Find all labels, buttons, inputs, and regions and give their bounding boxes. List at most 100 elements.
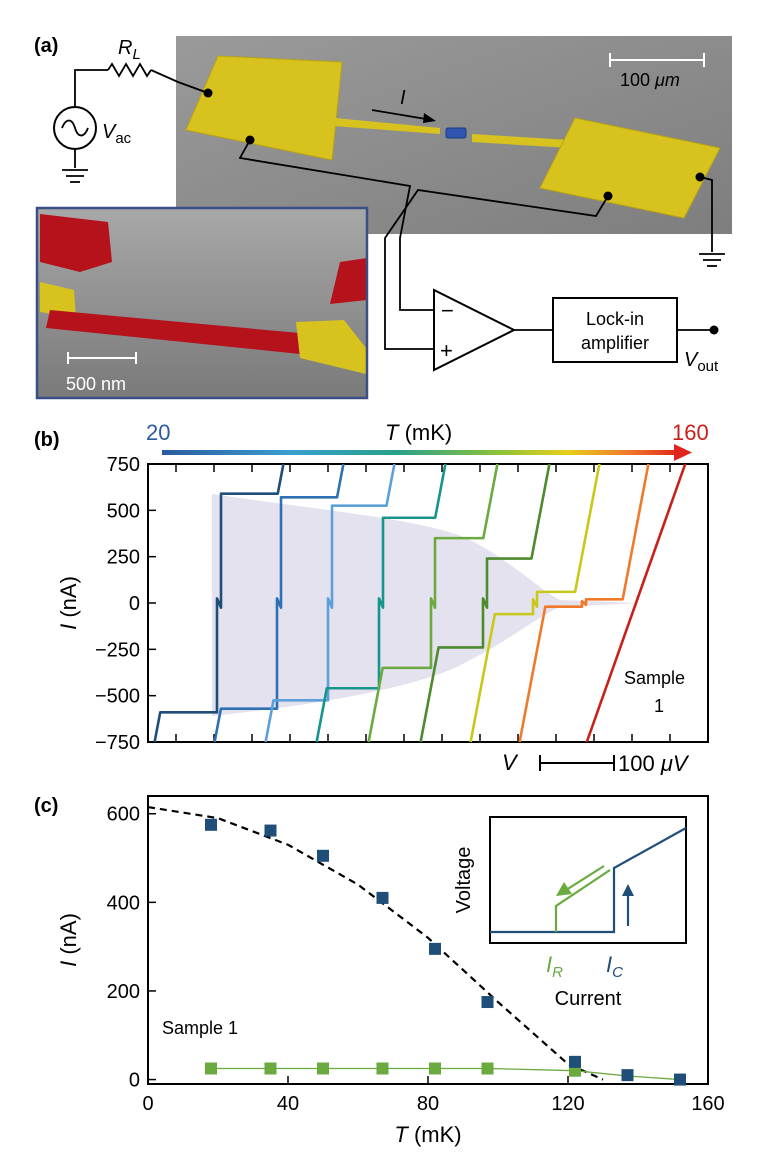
plot-c-data (147, 805, 686, 1086)
rl-label: RL (118, 37, 141, 63)
vac-symbol: V (102, 121, 117, 143)
iv-inset-ir-label: IR (546, 952, 563, 981)
iv-inset-ylabel: Voltage (453, 847, 475, 914)
current-label: I (400, 87, 406, 109)
plot-c-xlabel: T (mK) (394, 1122, 461, 1147)
iv-curve (469, 463, 601, 743)
plot-c-ylabel-var: I (56, 961, 81, 967)
ground-icon-right (699, 253, 725, 267)
v-scalebar-label: 100 μV (618, 751, 690, 776)
plot-c-xtick-label: 0 (142, 1093, 153, 1115)
sample-label-c: Sample 1 (162, 1018, 238, 1038)
ic-point (569, 1055, 581, 1068)
iv-curve (518, 463, 650, 743)
iv-inset-ir-curve (554, 869, 611, 932)
plot-b-ytick-label: 500 (107, 500, 140, 522)
iv-inset-ic-label: IC (606, 952, 623, 981)
plot-c-ylabel: I (nA) (56, 913, 81, 967)
v-scalebar-unit: μV (660, 751, 690, 776)
plot-c-xlabel-var: T (394, 1122, 409, 1147)
plot-b-ytick-label: −750 (95, 732, 140, 754)
iv-inset-retrap-arrow (565, 865, 605, 891)
iv-curve (315, 463, 447, 743)
plot-c-ytick-label: 400 (107, 892, 140, 914)
lockin-line2: amplifier (581, 333, 649, 353)
sample-label-b-line1: Sample (624, 668, 685, 688)
inset-scalebar-label: 500 nm (66, 374, 126, 394)
iv-inset: Voltage Current IR IC (453, 816, 687, 1010)
temperature-arrow-head (674, 444, 692, 461)
lockin-line1: Lock-in (586, 309, 644, 329)
inset-red-block-right (330, 258, 367, 304)
ic-point (481, 996, 494, 1009)
opamp-minus: − (441, 298, 454, 323)
scalebar-top-unit: μm (654, 70, 680, 90)
temperature-gradient-bar (162, 450, 680, 455)
plot-c-xlabel-unit: (mK) (408, 1122, 462, 1147)
plot-c-ytick-label: 200 (107, 981, 140, 1003)
ir-point (481, 1062, 494, 1075)
junction-marker (445, 127, 467, 139)
ground-icon-left (62, 169, 88, 183)
left-pad-contact (203, 88, 213, 98)
scalebar-top-label: 100 μm (620, 70, 680, 90)
vout-terminal (709, 325, 719, 335)
t-min-label: 20 (146, 420, 170, 445)
ic-point (205, 818, 217, 831)
ac-wave-icon (61, 119, 89, 137)
iv-curve (264, 463, 396, 743)
plot-b-ylabel: I (nA) (56, 576, 81, 630)
ic-point (376, 891, 389, 904)
rl-sub: L (132, 46, 140, 63)
iv-inset-ir-var: I (546, 952, 552, 977)
iv-inset-switch-arrow-head (622, 884, 634, 896)
iv-curve (153, 463, 285, 743)
ic-point (674, 1073, 686, 1086)
ir-point (205, 1062, 217, 1075)
plot-b-ylabel-unit: (nA) (56, 576, 81, 624)
panel-c-label: (c) (34, 795, 58, 817)
ic-point (429, 942, 441, 955)
left-gold-pad (185, 55, 343, 161)
ir-point (376, 1062, 389, 1075)
ir-line (211, 1067, 681, 1081)
plot-c-ytick-label: 0 (129, 1070, 140, 1092)
iv-inset-ic-sub: C (612, 964, 623, 981)
plot-b-ytick-label: 750 (107, 454, 140, 476)
t-scale-unit: (mK) (398, 420, 452, 445)
t-scale-var: T (385, 420, 400, 445)
vac-sub: ac (115, 130, 131, 147)
vout-sub: out (697, 358, 719, 375)
t-max-label: 160 (672, 420, 709, 445)
ir-point (429, 1062, 441, 1075)
inset-gold-right (296, 320, 366, 374)
iv-inset-frame (489, 816, 687, 944)
iv-curve (213, 463, 345, 743)
iv-inset-ic-var: I (606, 952, 612, 977)
inset-red-wire (46, 310, 348, 364)
left-gold-lead (333, 118, 440, 134)
plot-c-xtick-label: 160 (691, 1093, 724, 1115)
sense-wire-minus (238, 139, 434, 311)
v-axis-label: V (502, 750, 519, 775)
opamp-icon (433, 288, 517, 372)
plot-c-xtick-label: 120 (551, 1093, 584, 1115)
inset-red-block-left (40, 214, 112, 272)
source-wire (74, 69, 108, 107)
iv-inset-retrap-arrow-head (556, 882, 572, 896)
t-scale-label: T (mK) (385, 420, 452, 445)
v-scalebar-value: 100 (618, 751, 661, 776)
ic-point (621, 1069, 634, 1082)
inset-gold-left (40, 282, 76, 318)
ic-point (264, 824, 277, 837)
iv-inset-xlabel: Current (555, 988, 622, 1010)
right-gold-lead (472, 134, 570, 148)
plot-c-xtick-label: 80 (417, 1093, 439, 1115)
lockin-box (552, 297, 678, 363)
panel-a-label: (a) (34, 35, 58, 57)
panel-b: (b) 20 160 T (mK) 7505002500−250−500−750… (34, 420, 709, 776)
scalebar-top-value: 100 (620, 70, 655, 90)
